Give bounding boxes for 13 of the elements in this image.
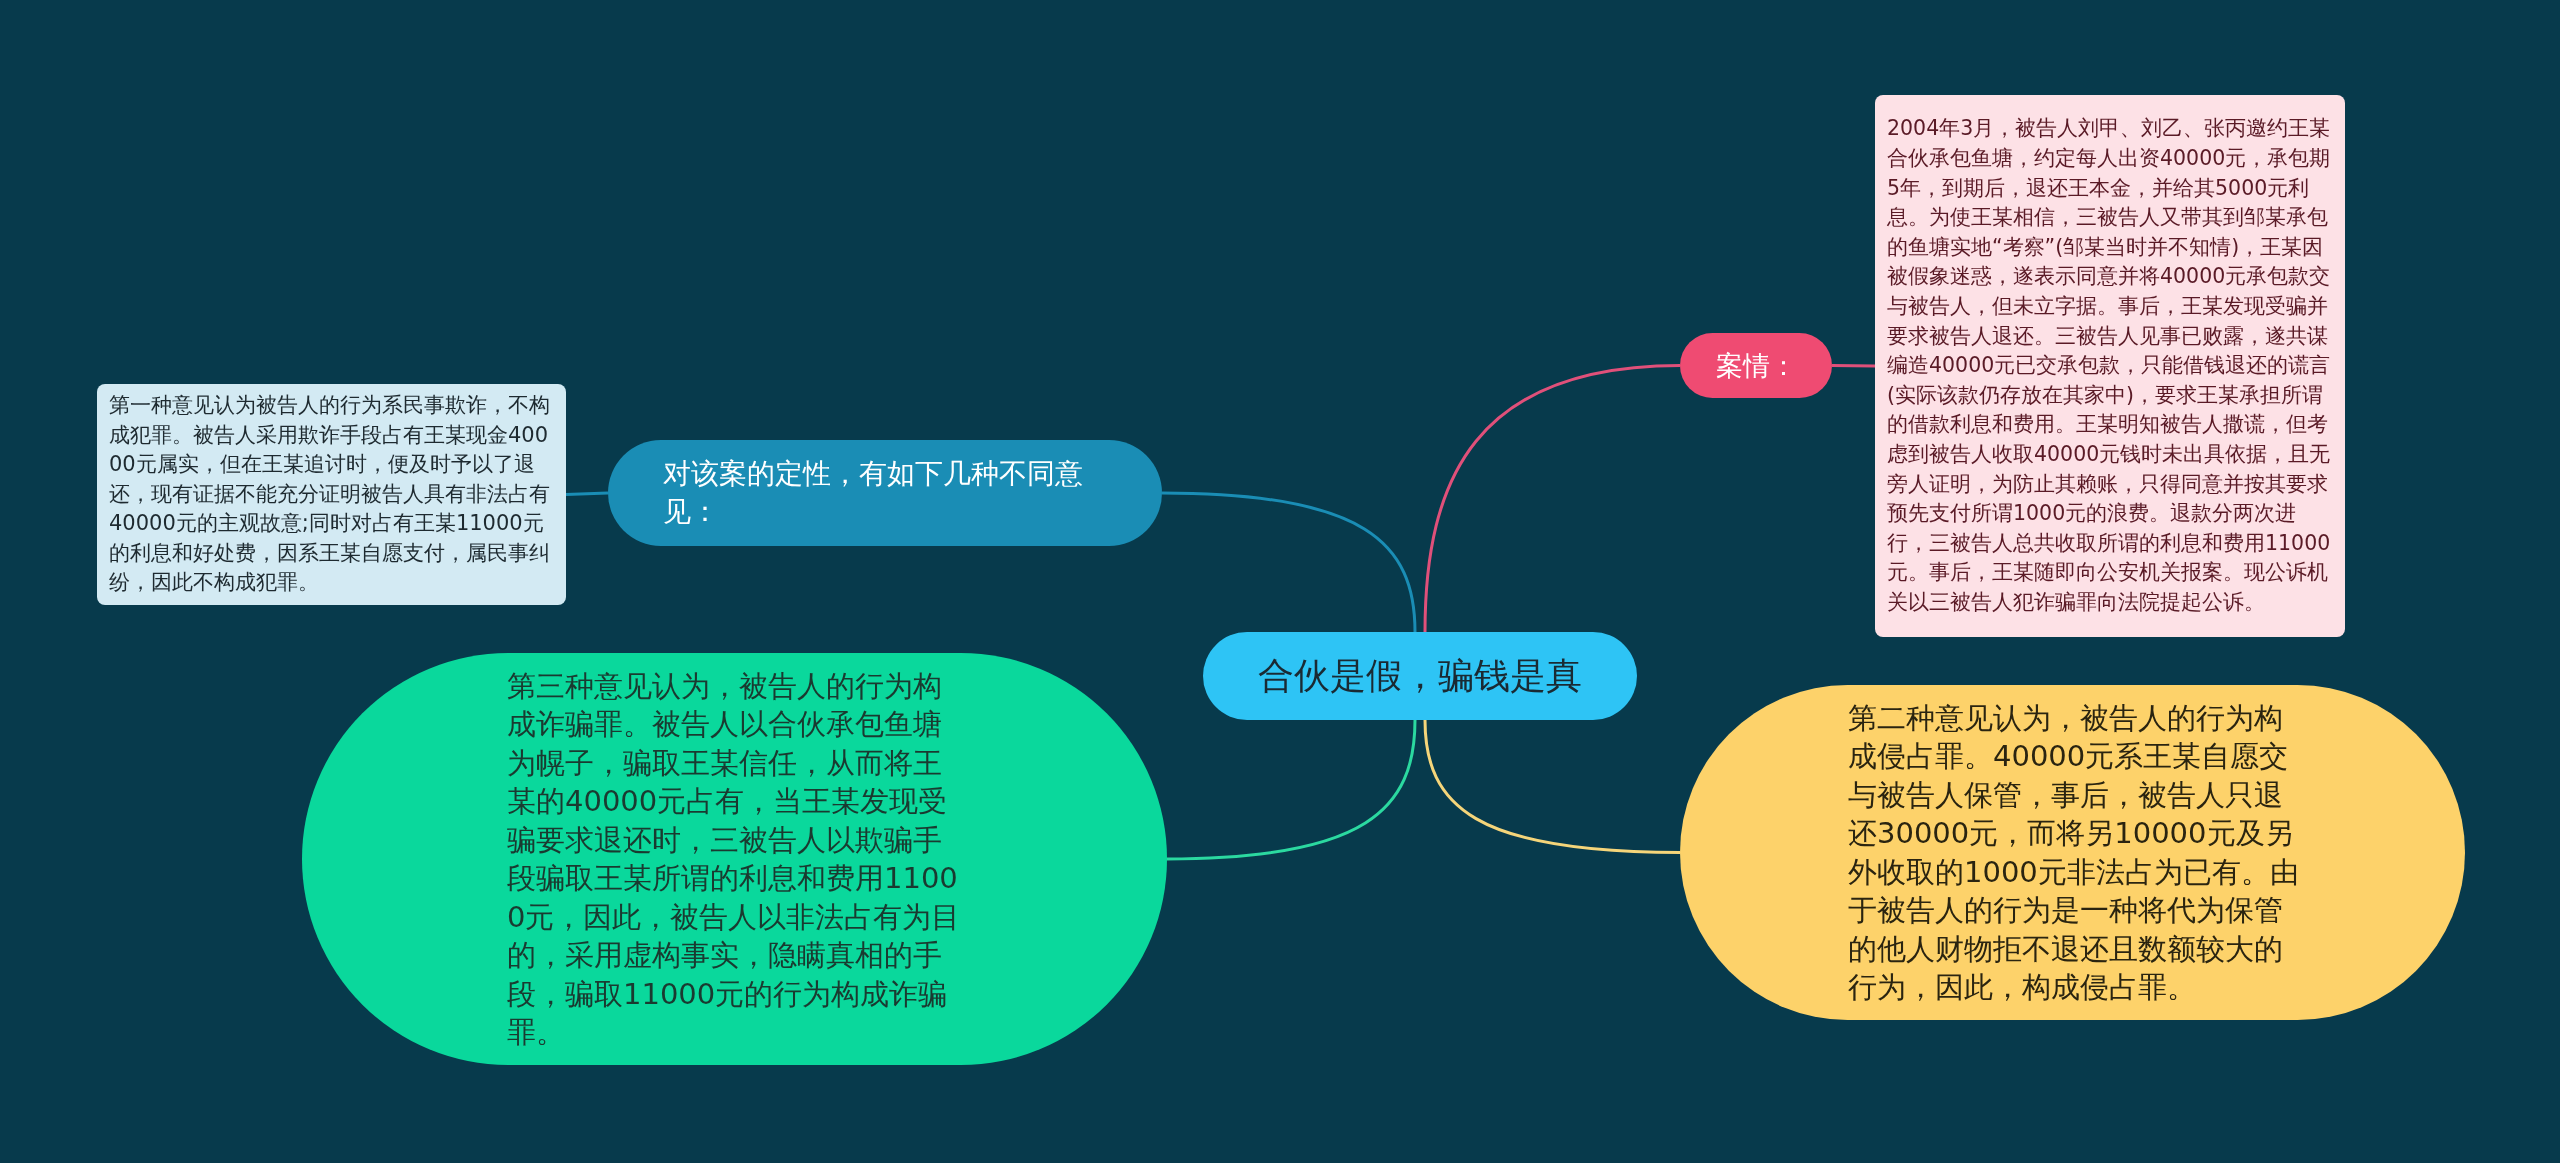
connector-line — [1423, 364, 1681, 633]
opinion-box: 第二种意见认为，被告人的行为构成侵占罪。40000元系王某自愿交与被告人保管，事后，被告人只退还30000元，而将另10000元及另外收取的1000元非法占为已有。由于被告人的行为是一种将代为保管的他人财物拒不退还且数额较大的行为，因此，构成侵占罪。 — [1680, 685, 2465, 1020]
connector-line — [1161, 491, 1417, 633]
branch-box: 对该案的定性，有如下几种不同意见： — [608, 440, 1162, 546]
connector-line — [565, 491, 609, 496]
opinion-box: 第一种意见认为被告人的行为系民事欺诈，不构成犯罪。被告人采用欺诈手段占有王某现金40000元属实，但在王某追讨时，便及时予以了退还，现有证据不能充分证明被告人具有非法占有40000元的主观故意;同时对占有王某11000元的利息和好处费，因系王某自愿支付，属民事纠纷，因此不构成犯罪。 — [97, 384, 566, 605]
topic-box: 合伙是假，骗钱是真 — [1203, 632, 1637, 720]
connector-line — [1166, 719, 1417, 861]
connector-line — [1423, 719, 1681, 854]
connector-line — [1832, 364, 1875, 368]
opinion-box: 第三种意见认为，被告人的行为构成诈骗罪。被告人以合伙承包鱼塘为幌子，骗取王某信任，从而将王某的40000元占有，当王某发现受骗要求退还时，三被告人以欺骗手段骗取王某所谓的利息和费用11000元，因此，被告人以非法占有为目的，采用虚构事实，隐瞒真相的手段，骗取11000元的行为构成诈骗罪。 — [302, 653, 1167, 1065]
case-box: 2004年3月，被告人刘甲、刘乙、张丙邀约王某合伙承包鱼塘，约定每人出资40000元，承包期5年，到期后，退还王本金，并给其5000元利息。为使王某相信，三被告人又带其到邹某承包的鱼塘实地“考察”(邹某当时并不知情)，王某因被假象迷惑，遂表示同意并将40000元承包款交与被告人，但未立字据。事后，王某发现受骗并要求被告人退还。三被告人见事已败露，遂共谋编造40000元已交承包款，只能借钱退还的谎言(实际该款仍存放在其家中)，要求王某承担所谓的借款利息和费用。王某明知被告人撒谎，但考虑到被告人收取40000元钱时未出具依据，且无旁人证明，为防止其赖账，只得同意并按其要求预先支付所谓1000元的浪费。退款分两次进行，三被告人总共收取所谓的利息和费用11000元。事后，王某随即向公安机关报案。现公诉机关以三被告人犯诈骗罪向法院提起公诉。 — [1875, 95, 2345, 637]
branch-box: 案情： — [1680, 333, 1832, 398]
